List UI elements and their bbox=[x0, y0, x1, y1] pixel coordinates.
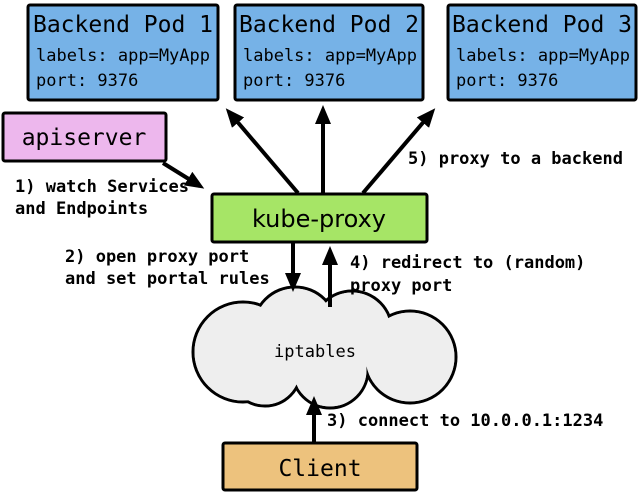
backend-pod-2-labels: labels: app=MyApp bbox=[243, 46, 417, 66]
step-4-annotation: 4) redirect to (random) proxy port bbox=[350, 253, 585, 296]
step-2-annotation: 2) open proxy port and set portal rules bbox=[65, 247, 270, 289]
step-1-line-1: 1) watch Services bbox=[15, 177, 189, 197]
backend-pod-3-port: port: 9376 bbox=[456, 71, 558, 91]
apiserver-box bbox=[1, 111, 168, 163]
backend-pod-1: Backend Pod 1 labels: app=MyApp port: 93… bbox=[26, 3, 220, 102]
kube-proxy-label: kube-proxy bbox=[252, 205, 386, 233]
backend-pod-2-title: Backend Pod 2 bbox=[239, 12, 419, 38]
step-1-annotation: 1) watch Services and Endpoints bbox=[15, 177, 189, 219]
iptables-label: iptables bbox=[274, 342, 356, 362]
arrow-kube-proxy-to-pod3 bbox=[361, 108, 436, 195]
apiserver-node: apiserver bbox=[1, 111, 168, 163]
kube-proxy-node: kube-proxy bbox=[210, 192, 429, 244]
arrow-kube-proxy-to-pod1 bbox=[225, 108, 300, 195]
backend-pod-3-box bbox=[446, 3, 638, 102]
iptables-cloud: iptables bbox=[191, 285, 458, 410]
step-2-line-2: and set portal rules bbox=[65, 269, 270, 289]
backend-pod-1-title: Backend Pod 1 bbox=[33, 12, 213, 38]
backend-pod-3-labels: labels: app=MyApp bbox=[456, 46, 630, 66]
backend-pod-2-port: port: 9376 bbox=[243, 71, 345, 91]
iptables-cloud-fill bbox=[194, 288, 455, 407]
backend-pod-3: Backend Pod 3 labels: app=MyApp port: 93… bbox=[446, 3, 638, 102]
step-5-annotation: 5) proxy to a backend bbox=[408, 149, 623, 169]
step-1-line-2: and Endpoints bbox=[15, 199, 148, 219]
backend-pod-1-labels: labels: app=MyApp bbox=[36, 46, 210, 66]
kube-proxy-box bbox=[210, 192, 429, 244]
step-2-line-1: 2) open proxy port bbox=[65, 247, 249, 267]
backend-pod-2-box bbox=[233, 3, 425, 102]
arrow-apiserver-to-kube-proxy bbox=[161, 161, 205, 189]
backend-pod-1-box bbox=[26, 3, 220, 102]
step-5-line-1: 5) proxy to a backend bbox=[408, 149, 623, 169]
backend-pod-2: Backend Pod 2 labels: app=MyApp port: 93… bbox=[233, 3, 425, 102]
backend-pod-3-title: Backend Pod 3 bbox=[452, 12, 632, 38]
step-3-line-1: 3) connect to 10.0.0.1:1234 bbox=[327, 411, 603, 431]
step-3-annotation: 3) connect to 10.0.0.1:1234 bbox=[327, 411, 603, 431]
step-4-line-1: 4) redirect to (random) bbox=[350, 253, 585, 273]
client-node: Client bbox=[221, 441, 419, 492]
step-4-line-2: proxy port bbox=[350, 276, 452, 296]
client-label: Client bbox=[278, 456, 361, 482]
apiserver-label: apiserver bbox=[22, 125, 147, 151]
client-box bbox=[221, 441, 419, 492]
backend-pod-1-port: port: 9376 bbox=[36, 71, 138, 91]
